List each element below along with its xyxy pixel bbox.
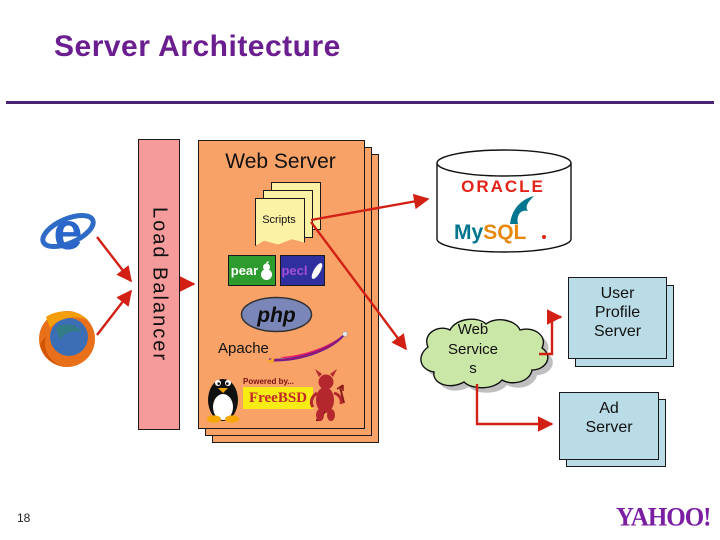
- slide-page-number: 18: [17, 511, 31, 525]
- apache-feather-icon: [266, 331, 348, 363]
- mysql-logo-sql: SQL: [483, 221, 526, 244]
- pear-label: pear: [230, 263, 259, 278]
- linux-tux-icon: [207, 379, 239, 423]
- web-services-label: Web Service s: [423, 320, 523, 379]
- title-divider: [6, 101, 714, 104]
- firefox-browser-icon: [39, 311, 95, 367]
- svg-text:e: e: [54, 203, 83, 261]
- freebsd-badge: FreeBSD: [243, 387, 313, 409]
- mysql-logo-my: My: [454, 221, 483, 244]
- scripts-doc: [255, 198, 305, 246]
- web-services-line2: Service: [447, 340, 499, 358]
- web-server-label: Web Server: [225, 150, 336, 173]
- pecl-badge: pecl: [280, 255, 325, 286]
- pear-icon: [261, 260, 273, 280]
- ad-server-box: Ad Server: [559, 392, 659, 460]
- scripts-label: Scripts: [262, 214, 296, 226]
- web-services-cloud: [420, 318, 553, 393]
- user-profile-server-box: User Profile Server: [568, 277, 667, 359]
- mysql-dolphin-icon: [510, 196, 534, 224]
- pecl-label: pecl: [281, 263, 308, 278]
- svg-text:MySQL: MySQL: [454, 221, 527, 244]
- database-cylinder: ORACLE MySQL: [436, 149, 572, 253]
- bsd-daemon-icon: [309, 369, 345, 422]
- ad-server-label: Ad Server: [585, 400, 633, 437]
- web-services-line3: s: [469, 360, 477, 377]
- oracle-logo: ORACLE: [461, 177, 545, 196]
- yahoo-logo: YAHOO!: [616, 503, 711, 532]
- load-balancer-box: Load Balancer: [138, 139, 180, 430]
- internet-explorer-browser-icon: e: [40, 203, 96, 261]
- php-logo: php: [240, 296, 313, 333]
- web-services-line1: Web: [457, 321, 489, 338]
- apache-label: Apache: [218, 340, 269, 357]
- pecl-swoosh-icon: [311, 262, 322, 279]
- arrow-firefox-to-loadbalancer: [96, 289, 132, 336]
- load-balancer-label: Load Balancer: [148, 207, 171, 362]
- page-title: Server Architecture: [54, 30, 341, 63]
- arrow-ie-to-loadbalancer: [96, 236, 132, 283]
- user-profile-server-label: User Profile Server: [593, 285, 642, 341]
- powered-by-label: Powered by...: [243, 377, 294, 386]
- pear-badge: pear: [228, 255, 276, 286]
- freebsd-label: FreeBSD: [248, 389, 308, 406]
- php-label: php: [256, 304, 296, 327]
